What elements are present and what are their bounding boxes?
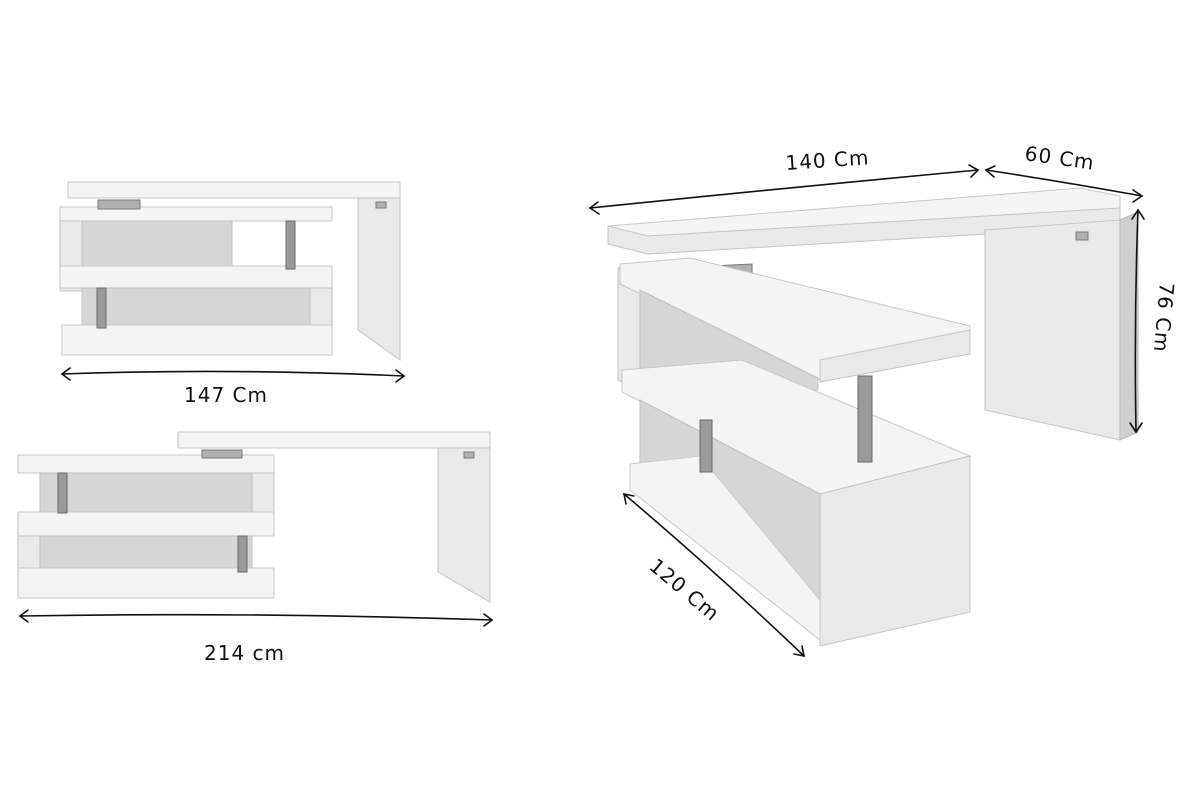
- pivot-bracket: [97, 199, 141, 210]
- shelf-base: [629, 455, 821, 642]
- chrome-post: [96, 287, 107, 329]
- chrome-post: [237, 535, 248, 573]
- arrow-head-left: [588, 201, 600, 215]
- desk-depth-label: 60 Cm: [1023, 141, 1096, 175]
- arrow-head-top: [1131, 208, 1145, 220]
- leg-bracket: [463, 451, 475, 459]
- shelf-cavity-upper: [81, 220, 233, 270]
- desk-top: [67, 181, 401, 199]
- shelf-length-arrow: [623, 493, 805, 657]
- desk-leg-edge: [1119, 211, 1139, 441]
- shelf-middle: [17, 511, 275, 537]
- chrome-post: [285, 220, 296, 270]
- arrow-head-right: [395, 369, 406, 383]
- chrome-post: [857, 375, 873, 463]
- desk-height-label: 76 Cm: [1149, 282, 1179, 354]
- desk-leg-panel: [437, 447, 491, 603]
- arrow-head-top: [622, 492, 635, 505]
- arrow-head-right: [968, 164, 980, 178]
- leg-bracket: [1075, 231, 1089, 241]
- extended-desk-view: 214 cm: [17, 431, 494, 665]
- extended-width-label: 214 cm: [204, 641, 285, 665]
- desk-leg-panel: [357, 197, 401, 361]
- desk-leg-panel: [984, 219, 1121, 441]
- arrow-head-bottom: [1129, 422, 1143, 434]
- compact-desk-view: 147 Cm: [59, 181, 406, 407]
- shelf-cavity-lower: [81, 287, 311, 329]
- arrow-head-left: [60, 367, 71, 381]
- width-arrow: [61, 370, 405, 377]
- desk-length-label: 140 Cm: [785, 145, 870, 175]
- shelf-base: [61, 324, 333, 356]
- compact-width-label: 147 Cm: [184, 383, 268, 407]
- arrow-head-right: [483, 613, 494, 627]
- shelf-length-label: 120 Cm: [645, 553, 725, 625]
- shelf-cavity-lower: [39, 535, 253, 573]
- height-arrow: [1134, 209, 1139, 433]
- arrow-head-left: [18, 609, 29, 623]
- shelf-upper-front: [819, 329, 971, 383]
- pivot-bracket: [201, 449, 243, 459]
- depth-arrow: [985, 169, 1143, 197]
- length-arrow: [589, 169, 979, 209]
- chrome-post: [699, 419, 713, 473]
- perspective-desk-view: 140 Cm 60 Cm 76 Cm 120 Cm: [588, 141, 1179, 658]
- arrow-head-right: [1132, 189, 1144, 203]
- desk-top: [177, 431, 491, 449]
- width-arrow: [19, 613, 493, 621]
- shelf-cavity-upper: [39, 472, 253, 514]
- arrow-head-bottom: [793, 645, 806, 658]
- arrow-head-left: [984, 165, 996, 178]
- shelf-base: [17, 567, 275, 599]
- chrome-post: [57, 472, 68, 514]
- leg-bracket: [375, 201, 387, 209]
